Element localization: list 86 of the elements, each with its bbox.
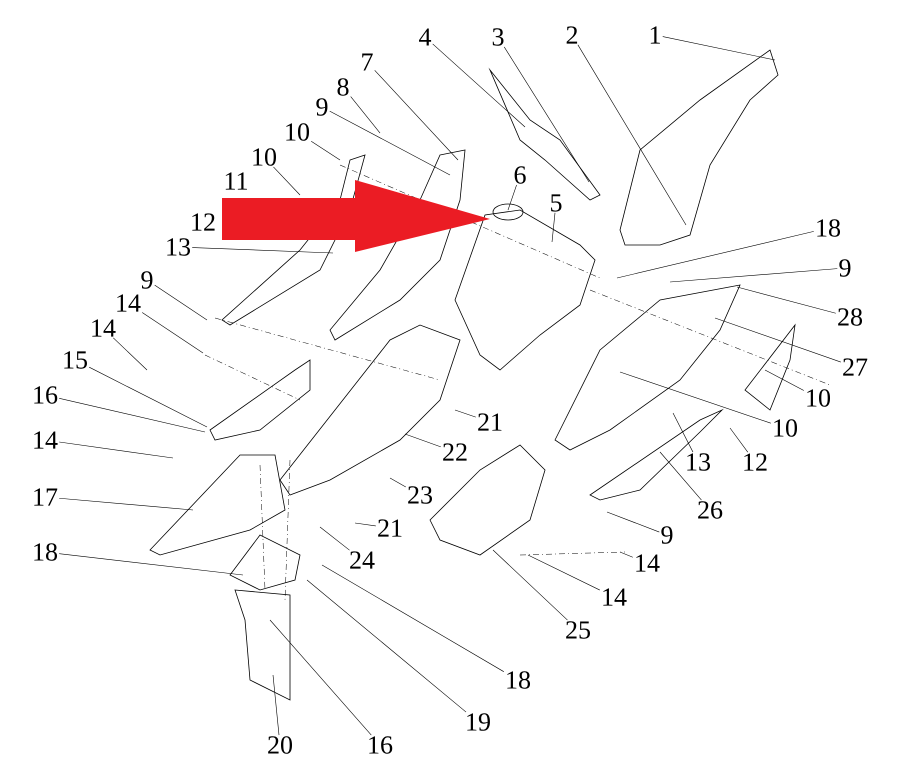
leader-line: [192, 247, 334, 254]
callout-number: 8: [338, 78, 349, 96]
callout-number: 23: [408, 486, 432, 504]
leader-line: [58, 498, 194, 510]
callout-number: 10: [807, 389, 830, 407]
leader-line: [390, 478, 406, 488]
leader-line: [142, 312, 204, 354]
callout-number: 4: [419, 28, 432, 46]
leader-line: [620, 372, 772, 424]
callout-number: 3: [492, 28, 504, 46]
callout-number: 27: [843, 358, 868, 376]
leader-line: [322, 564, 504, 672]
leader-line: [320, 526, 350, 550]
leader-line: [432, 44, 526, 128]
leader-line: [154, 284, 208, 320]
leader-line: [272, 674, 280, 736]
leader-line: [672, 412, 694, 452]
leader-line: [88, 366, 208, 428]
callout-number: 12: [192, 213, 215, 231]
callout-number: 24: [350, 551, 375, 569]
leader-line: [374, 70, 458, 160]
leader-line: [660, 452, 702, 500]
leader-line: [270, 620, 372, 736]
callout-number: 14: [603, 588, 627, 606]
leader-line: [306, 580, 466, 712]
leader-line: [350, 96, 380, 134]
callout-number: 10: [253, 148, 276, 166]
leader-line: [404, 434, 442, 448]
leader-line: [492, 550, 568, 620]
callout-number: 10: [286, 123, 310, 141]
leader-line: [329, 110, 450, 176]
callout-number: 21: [378, 519, 402, 537]
callout-number: 14: [92, 319, 116, 337]
leader-line: [670, 268, 838, 282]
callout-number: 9: [141, 271, 152, 289]
leader-line: [714, 318, 842, 362]
callout-number: 16: [369, 736, 392, 754]
leader-line: [504, 46, 590, 182]
leader-line: [736, 286, 836, 314]
leader-line: [58, 398, 206, 432]
leader-line: [616, 231, 814, 278]
callout-number: 6: [514, 166, 526, 184]
leader-line: [508, 184, 517, 210]
callout-number: 9: [316, 98, 328, 116]
leader-line: [578, 44, 686, 226]
callout-number: 11: [226, 172, 247, 190]
leader-line: [112, 337, 148, 370]
leader-line: [764, 370, 804, 391]
callout-number: 7: [362, 53, 373, 71]
callout-number: 13: [687, 453, 710, 471]
leader-line: [552, 212, 556, 242]
leader-line: [528, 554, 600, 590]
callout-number: 9: [839, 259, 850, 277]
callout-number: 2: [566, 26, 578, 44]
callout-number: 13: [167, 238, 190, 256]
callout-number: 10: [774, 419, 798, 437]
callout-number: 22: [443, 443, 467, 461]
callout-number: 15: [64, 351, 87, 369]
callout-number: 14: [34, 431, 58, 449]
callout-number: 21: [478, 413, 502, 431]
callout-number: 1: [650, 26, 660, 44]
leader-line: [58, 553, 244, 576]
leader-line: [620, 552, 634, 558]
leader-line: [662, 36, 776, 60]
callout-number: 25: [566, 621, 590, 639]
callout-number: 12: [744, 453, 767, 471]
callout-number: 26: [698, 501, 722, 519]
leader-line: [454, 410, 476, 418]
callout-number: 9: [661, 526, 672, 544]
callout-number: 18: [817, 219, 840, 237]
callout-number: 18: [507, 671, 530, 689]
callout-number: 28: [838, 308, 862, 326]
leader-line: [730, 428, 748, 452]
callout-number: 18: [34, 543, 58, 561]
leader-line: [310, 140, 340, 160]
callout-number: 14: [117, 294, 141, 312]
callout-number: 20: [268, 736, 292, 754]
callout-number: 16: [34, 386, 58, 404]
leader-line: [273, 166, 300, 196]
leader-line: [354, 522, 376, 526]
leader-line: [606, 512, 660, 532]
leader-line: [58, 442, 174, 458]
callout-number: 19: [467, 713, 490, 731]
callout-number: 17: [34, 488, 58, 506]
callout-number: 14: [636, 554, 660, 572]
callout-number: 5: [551, 194, 562, 212]
